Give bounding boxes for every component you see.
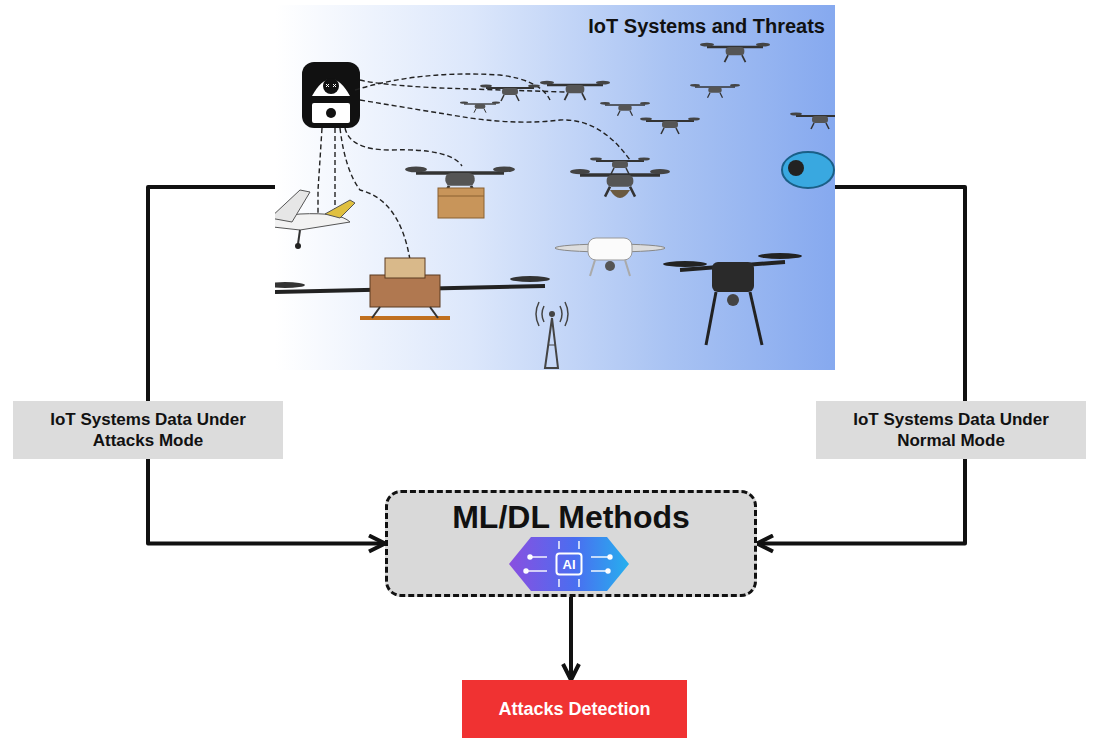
data-label: IoT Systems Data Under Attacks Mode <box>13 401 283 460</box>
illustration-panel: IoT Systems and Threats <box>275 5 835 370</box>
iot-illustration <box>275 5 835 370</box>
flow-arrow <box>569 597 573 680</box>
panel-title: IoT Systems and Threats <box>588 15 825 38</box>
method-box: ML/DL MethodsAI <box>385 490 757 597</box>
icon-text: AI <box>556 553 583 576</box>
data-label: IoT Systems Data Under Normal Mode <box>816 401 1086 460</box>
result-box: Attacks Detection <box>462 680 687 738</box>
ai-icon: AI <box>509 537 629 591</box>
box-title: ML/DL Methods <box>388 493 754 536</box>
result-text: Attacks Detection <box>498 699 650 720</box>
